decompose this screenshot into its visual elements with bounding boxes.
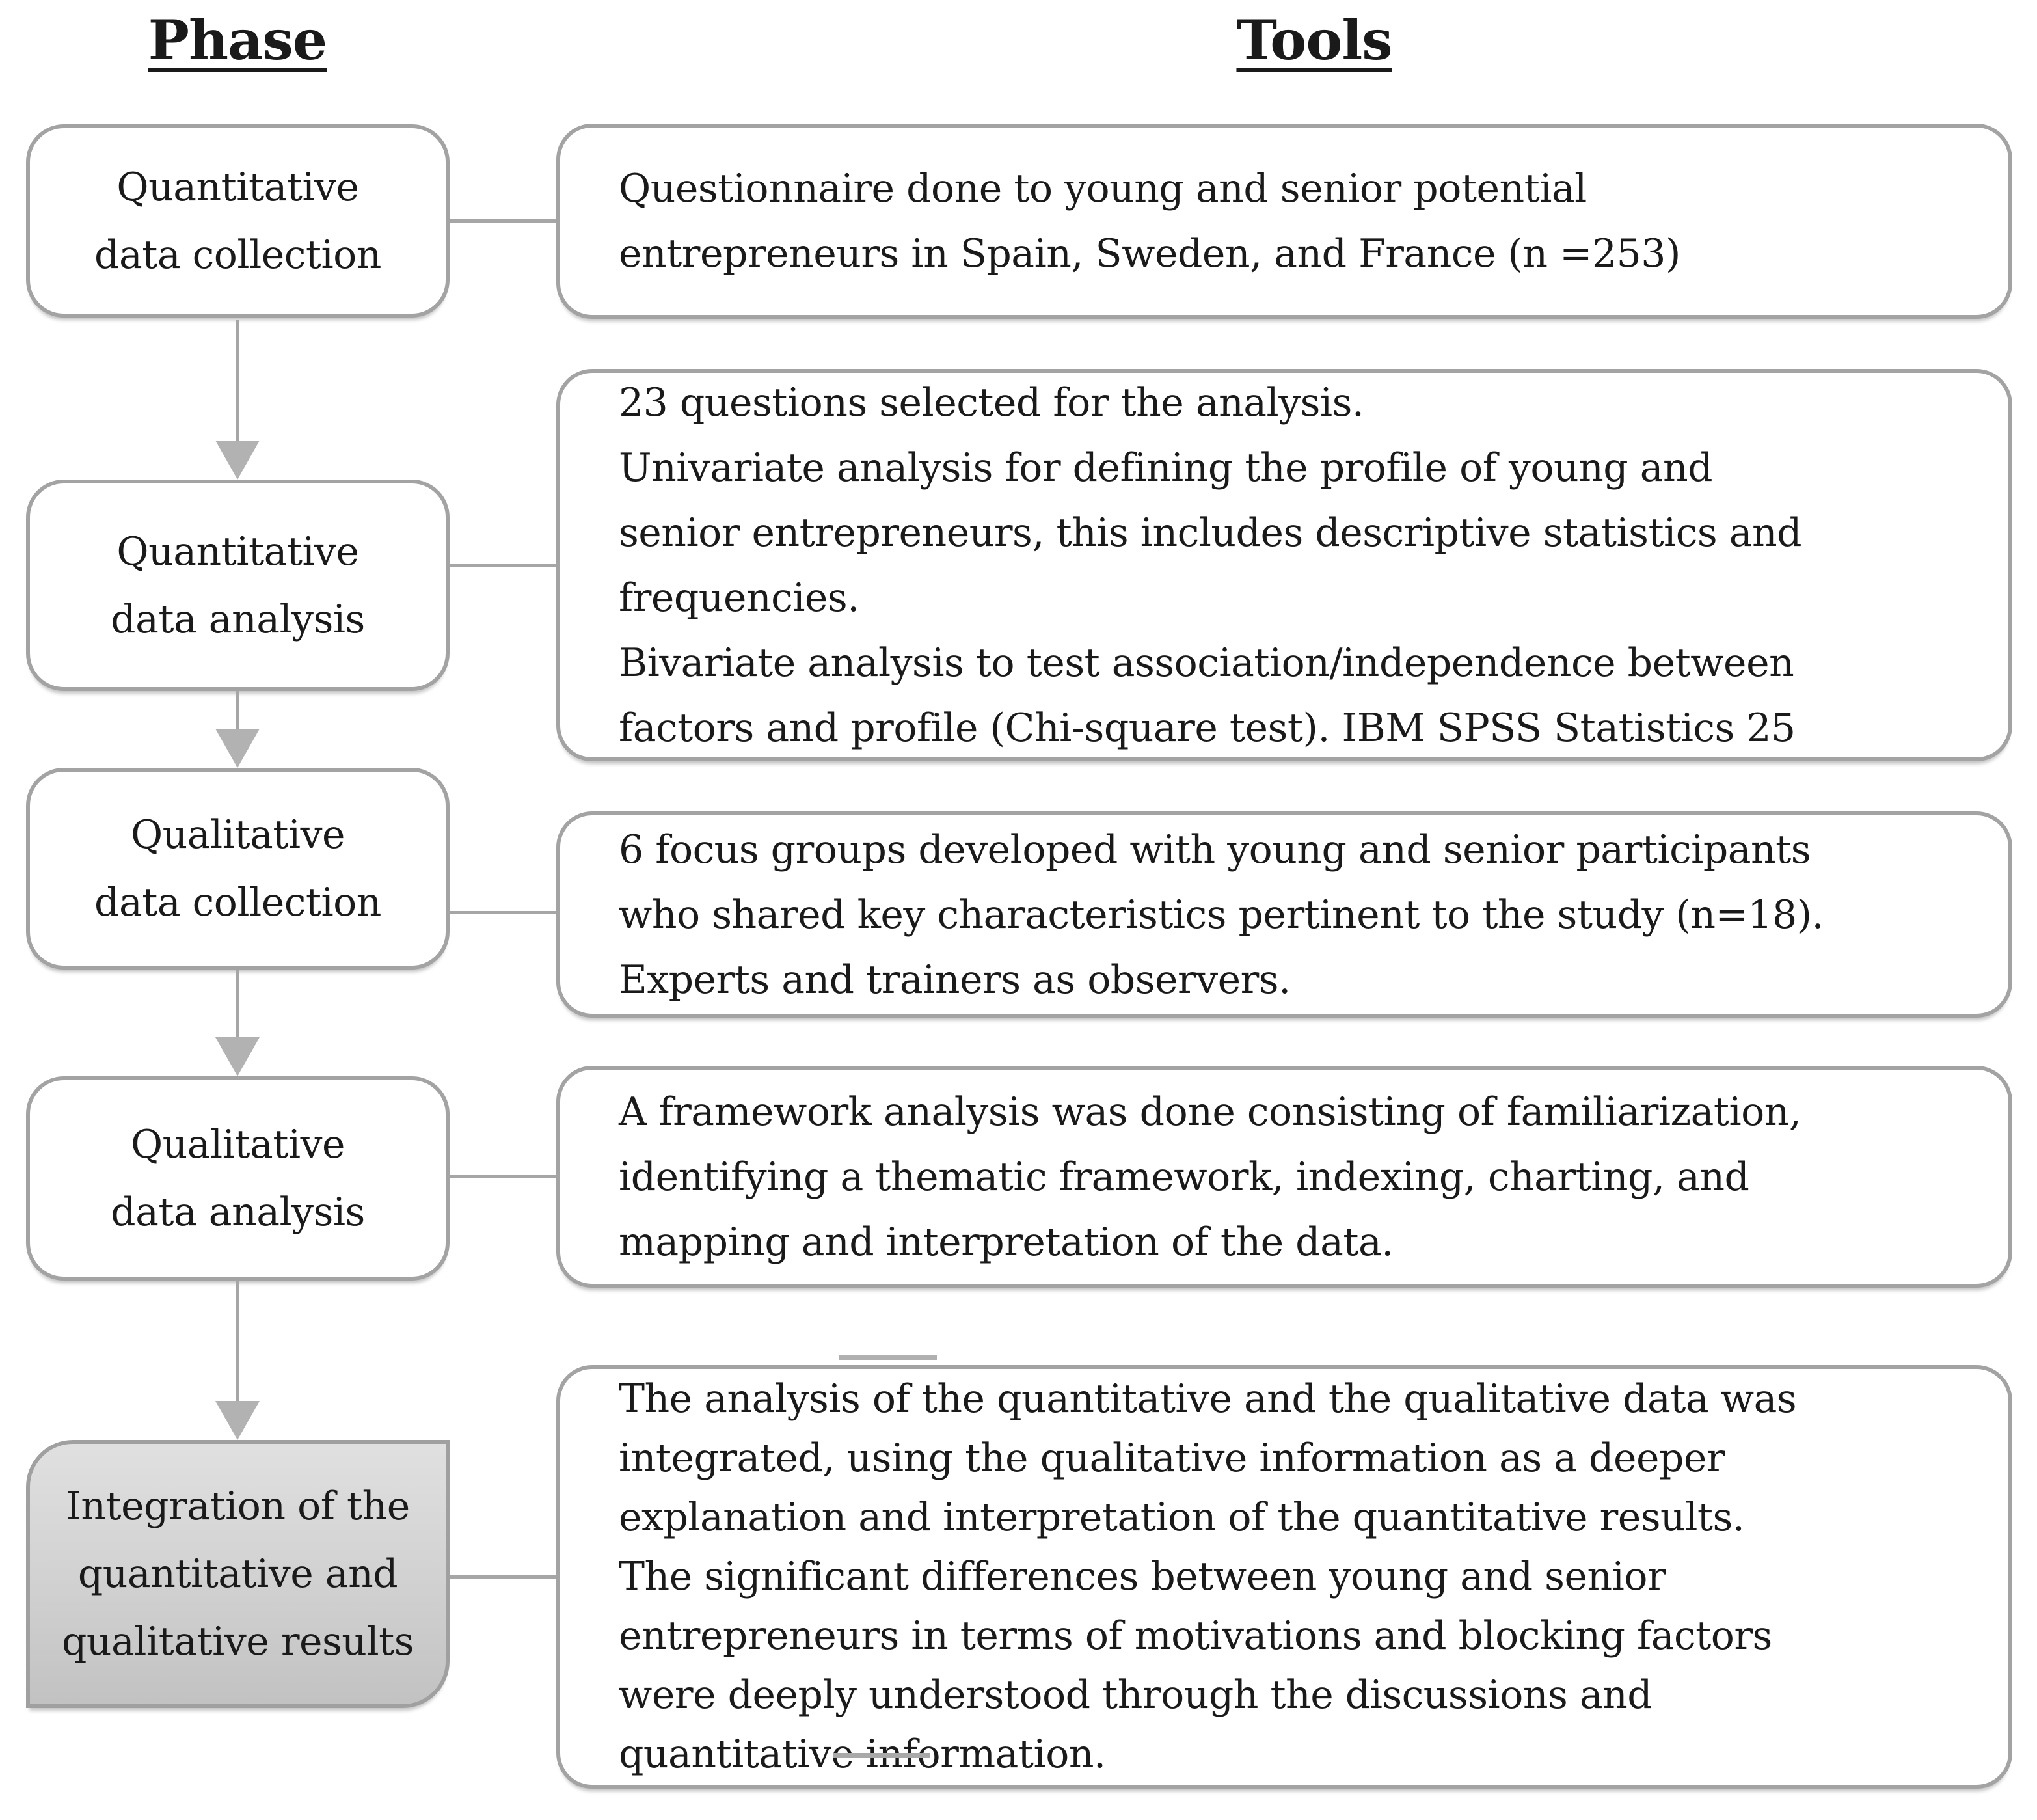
phase-box-label-line: quantitative and (77, 1551, 398, 1597)
tool-text-line: factors and profile (Chi-square test). I… (619, 705, 1796, 751)
phase-box-label-line: Integration of the (66, 1484, 410, 1529)
tool-text-line: integrated, using the qualitative inform… (619, 1435, 1725, 1481)
flow-arrow-shaft (236, 691, 239, 729)
tool-text-line: explanation and interpretation of the qu… (619, 1495, 1745, 1540)
tool-text-line: Experts and trainers as observers. (619, 957, 1291, 1003)
phase-box-label-line: Qualitative (130, 812, 345, 858)
tool-text-line: Questionnaire done to young and senior p… (619, 166, 1587, 211)
tool-text-line: senior entrepreneurs, this includes desc… (619, 509, 1802, 556)
phase-box-label-line: data analysis (111, 1189, 365, 1235)
tool-text-line: A framework analysis was done consisting… (619, 1089, 1801, 1135)
tool-text-line: were deeply understood through the discu… (619, 1672, 1653, 1718)
flow-arrow-head (215, 1401, 260, 1440)
tool-text-line: Bivariate analysis to test association/i… (619, 640, 1794, 686)
tool-box-focus-groups: 6 focus groups developed with young and … (556, 811, 2012, 1018)
phase-tool-connector (450, 911, 556, 914)
tools-column-header: Tools (1236, 8, 1392, 72)
phase-box-qualitative-data-analysis: Qualitative data analysis (26, 1076, 450, 1281)
artifact-mark (839, 1355, 937, 1360)
phase-box-label-line: Qualitative (130, 1122, 345, 1167)
phase-box-label-line: qualitative results (61, 1619, 414, 1664)
tool-box-integration-details: The analysis of the quantitative and the… (556, 1365, 2012, 1789)
phase-tool-connector (450, 1175, 556, 1178)
phase-box-qualitative-data-collection: Qualitative data collection (26, 768, 450, 970)
phase-box-label-line: data analysis (111, 596, 365, 642)
artifact-mark (833, 1753, 930, 1758)
tool-text-line: mapping and interpretation of the data. (619, 1219, 1394, 1265)
phase-tool-connector (450, 564, 556, 567)
phase-box-integration-results: Integration of the quantitative and qual… (26, 1440, 450, 1708)
flow-arrow-shaft (236, 320, 239, 441)
flow-arrow-head (215, 1037, 260, 1076)
tool-text-line: 23 questions selected for the analysis. (619, 379, 1364, 426)
tool-text-line: Univariate analysis for defining the pro… (619, 444, 1713, 491)
flow-arrow-head (215, 729, 260, 768)
tool-text-line: quantitative information. (619, 1732, 1106, 1777)
flow-arrow-shaft (236, 1281, 239, 1401)
tool-text-line: identifying a thematic framework, indexi… (619, 1154, 1749, 1200)
phase-box-label-line: Quantitative (116, 528, 359, 575)
tool-box-questionnaire: Questionnaire done to young and senior p… (556, 124, 2012, 319)
tool-box-framework-analysis: A framework analysis was done consisting… (556, 1066, 2012, 1288)
phase-box-label-line: data collection (94, 880, 381, 925)
tool-text-line: The analysis of the quantitative and the… (619, 1376, 1797, 1422)
flow-arrow-head (215, 441, 260, 480)
phase-box-label-line: data collection (94, 232, 381, 278)
tool-text-line: 6 focus groups developed with young and … (619, 826, 1811, 873)
phase-tool-connector (450, 1575, 556, 1579)
tool-box-quantitative-analysis-details: 23 questions selected for the analysis. … (556, 369, 2012, 761)
tool-text-line: frequencies. (619, 575, 859, 621)
phase-tool-connector (450, 219, 556, 223)
tool-text-line: who shared key characteristics pertinent… (619, 891, 1824, 938)
phase-box-label-line: Quantitative (116, 164, 359, 210)
flow-arrow-shaft (236, 970, 239, 1037)
phase-box-quantitative-data-collection: Quantitative data collection (26, 124, 450, 318)
tool-text-line: The significant differences between youn… (619, 1554, 1666, 1599)
tool-text-line: entrepreneurs in Spain, Sweden, and Fran… (619, 231, 1680, 277)
phase-box-quantitative-data-analysis: Quantitative data analysis (26, 480, 450, 691)
tool-text-line: entrepreneurs in terms of motivations an… (619, 1613, 1772, 1659)
phase-column-header: Phase (148, 8, 327, 72)
